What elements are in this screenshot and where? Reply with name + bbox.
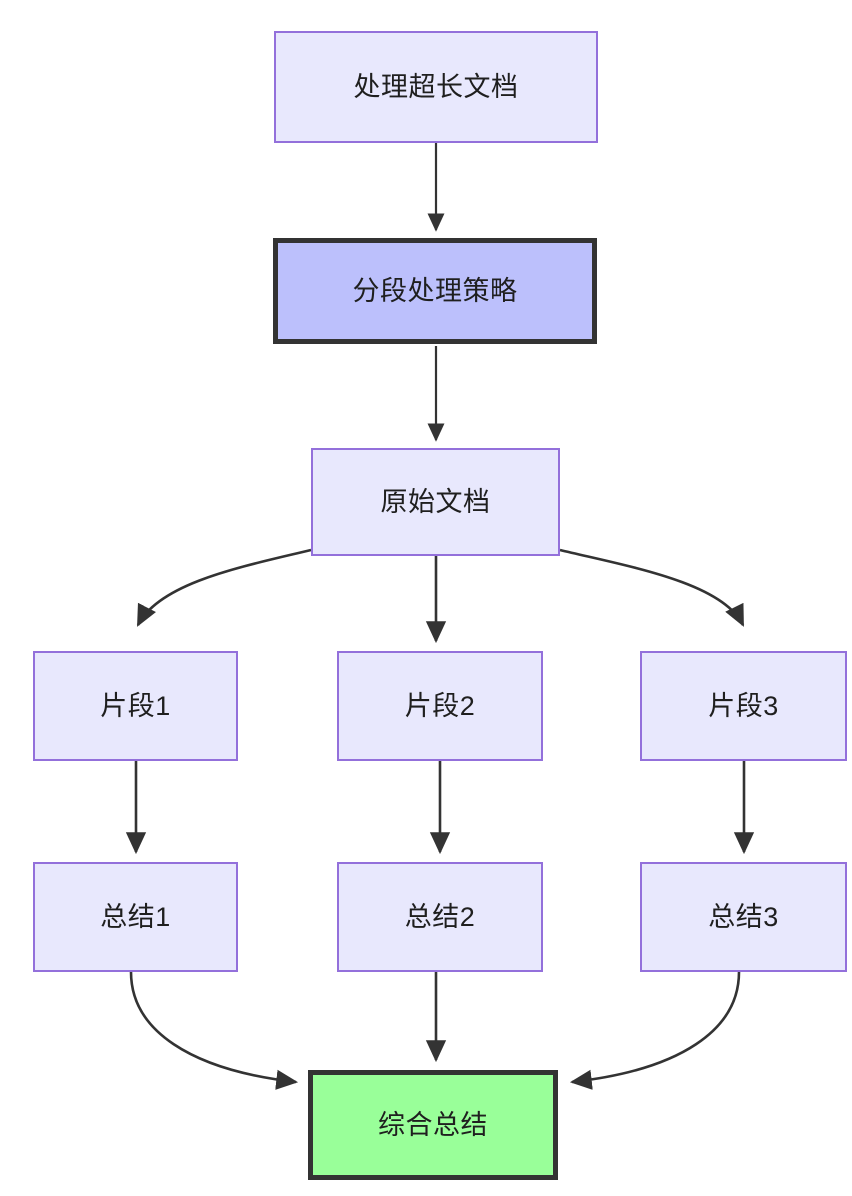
node-label: 分段处理策略 — [352, 275, 518, 306]
node-summary-1[interactable]: 总结1 — [33, 862, 238, 972]
node-label: 总结3 — [708, 901, 779, 932]
node-label: 处理超长文档 — [353, 71, 519, 102]
node-label: 片段2 — [404, 690, 476, 721]
node-label: 片段3 — [708, 690, 779, 721]
node-fragment-1[interactable]: 片段1 — [33, 651, 238, 761]
node-chunking-strategy[interactable]: 分段处理策略 — [273, 238, 597, 344]
node-summary-3[interactable]: 总结3 — [640, 862, 847, 972]
node-original-document[interactable]: 原始文档 — [311, 448, 560, 556]
edge-n3-n6 — [559, 548, 745, 627]
node-summary-2[interactable]: 总结2 — [337, 862, 543, 972]
node-label: 总结1 — [100, 901, 171, 932]
node-label: 原始文档 — [380, 486, 491, 517]
node-process-long-document[interactable]: 处理超长文档 — [274, 31, 598, 143]
node-final-summary[interactable]: 综合总结 — [308, 1070, 558, 1180]
node-label: 总结2 — [404, 901, 476, 932]
node-label: 综合总结 — [378, 1109, 488, 1140]
node-label: 片段1 — [100, 690, 171, 721]
node-fragment-3[interactable]: 片段3 — [640, 651, 847, 761]
edge-n3-n4 — [136, 548, 312, 627]
node-fragment-2[interactable]: 片段2 — [337, 651, 543, 761]
edge-n7-n10 — [129, 971, 299, 1090]
edge-n9-n10 — [569, 971, 741, 1090]
